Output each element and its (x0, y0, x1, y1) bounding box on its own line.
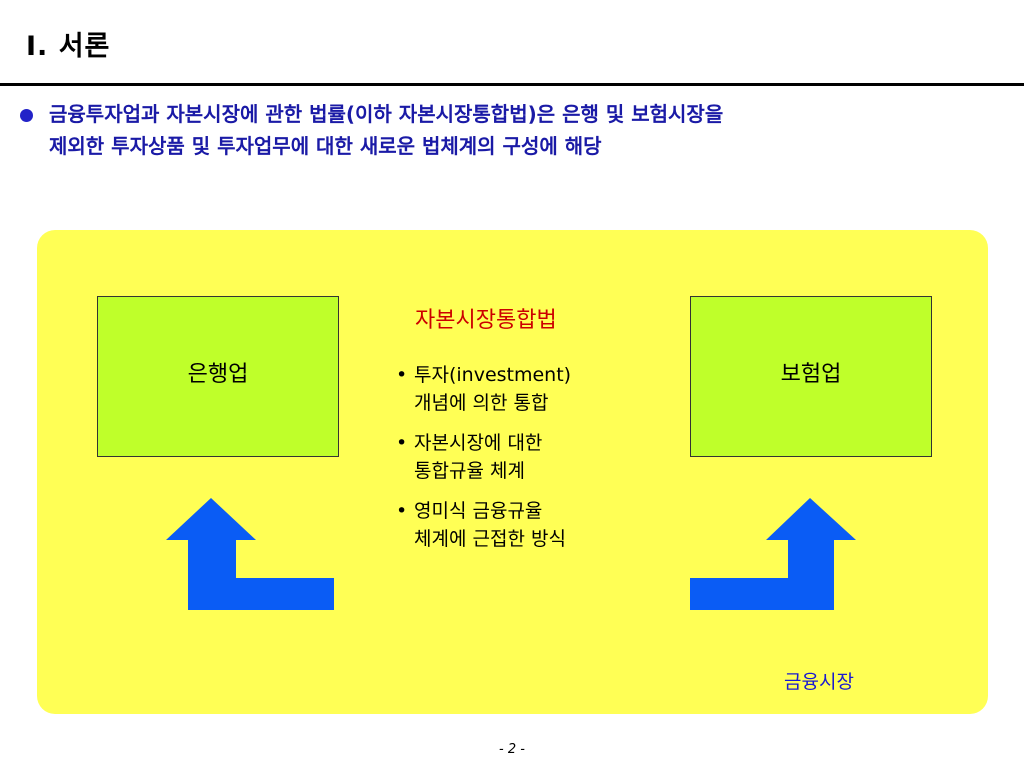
bullet-dot-icon (20, 109, 33, 122)
act-features-list: • 투자(investment) 개념에 의한 통합 • 자본시장에 대한 통합… (394, 361, 674, 565)
intro-text: 금융투자업과 자본시장에 관한 법률(이하 자본시장통합법)은 은행 및 보험시… (49, 98, 723, 162)
list-item: • 자본시장에 대한 통합규율 체계 (394, 429, 674, 485)
page-number: - 2 - (499, 742, 525, 757)
slide-title: Ⅰ. 서론 (26, 31, 111, 62)
title-divider (0, 83, 1024, 86)
list-item: • 영미식 금융규율 체계에 근접한 방식 (394, 497, 674, 553)
banking-label: 은행업 (187, 361, 249, 387)
insurance-label: 보험업 (780, 361, 842, 387)
list-item: • 투자(investment) 개념에 의한 통합 (394, 361, 674, 417)
list-item-line-1: 자본시장에 대한 (414, 432, 543, 454)
bent-up-arrow-icon (690, 498, 856, 610)
bullet-icon: • (396, 500, 408, 522)
intro-bullet: 금융투자업과 자본시장에 관한 법률(이하 자본시장통합법)은 은행 및 보험시… (20, 98, 1010, 162)
bullet-icon: • (396, 432, 408, 454)
list-item-line-2: 체계에 근접한 방식 (414, 528, 566, 550)
capital-market-act-title: 자본시장통합법 (415, 308, 557, 333)
intro-line-1: 금융투자업과 자본시장에 관한 법률(이하 자본시장통합법)은 은행 및 보험시… (49, 102, 724, 126)
financial-market-label: 금융시장 (784, 671, 854, 693)
banking-box: 은행업 (97, 296, 339, 457)
bent-up-arrow-icon (166, 498, 334, 610)
intro-line-2: 제외한 투자상품 및 투자업무에 대한 새로운 법체계의 구성에 해당 (49, 134, 602, 158)
list-item-line-2: 개념에 의한 통합 (414, 392, 549, 414)
insurance-box: 보험업 (690, 296, 932, 457)
list-item-line-2: 통합규율 체계 (414, 460, 525, 482)
bullet-icon: • (396, 364, 408, 386)
list-item-line-1: 영미식 금융규율 (414, 500, 543, 522)
list-item-line-1: 투자(investment) (414, 364, 572, 386)
